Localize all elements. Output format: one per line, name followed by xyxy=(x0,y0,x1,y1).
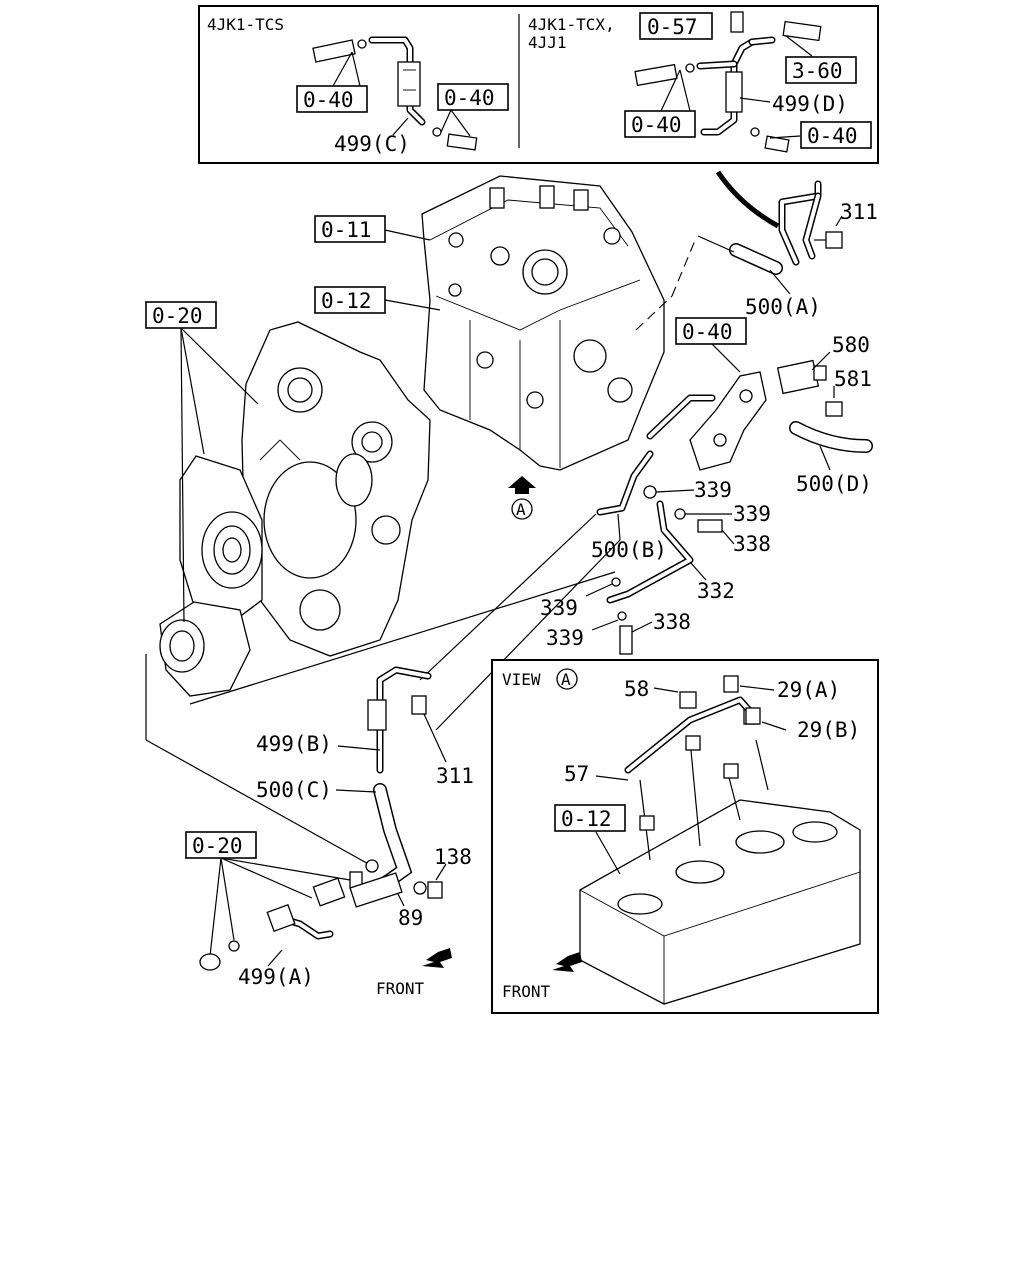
part-338-a-label: 338 xyxy=(733,532,771,556)
inset-left-title: 4JK1-TCS xyxy=(207,15,284,34)
inset-right-title-2: 4JJ1 xyxy=(528,33,567,52)
block-top-drawing xyxy=(579,799,861,1005)
pipe-332-drawing xyxy=(606,500,694,604)
part-500a-label: 500(A) xyxy=(745,295,821,319)
part-311-mid-label: 311 xyxy=(436,764,474,788)
timing-gear-case-drawing xyxy=(241,321,431,657)
part-500b-label: 500(B) xyxy=(591,538,667,562)
part-499b-label: 499(B) xyxy=(256,732,332,756)
view-a-marker-circle xyxy=(511,498,533,520)
front-arrow-main xyxy=(422,948,452,968)
part-138-label: 138 xyxy=(434,845,472,869)
ref-box-040-b xyxy=(437,83,509,111)
ref-040-b: 0-40 xyxy=(444,86,495,110)
part-311-top-label: 311 xyxy=(840,200,878,224)
vacuum-pump-drawing xyxy=(179,455,263,625)
front-label-view: FRONT xyxy=(502,982,551,1001)
ref-011: 0-11 xyxy=(321,218,372,242)
ref-box-040-a xyxy=(296,85,368,113)
part-499a-label: 499(A) xyxy=(238,965,314,989)
part-57-label: 57 xyxy=(564,762,589,786)
view-a-inset: VIEW A 58 29(A) xyxy=(491,659,879,1014)
ref-012: 0-12 xyxy=(321,289,372,313)
ref-040-c: 0-40 xyxy=(631,113,682,137)
view-a-arrow xyxy=(508,476,536,494)
ref-box-040-c xyxy=(624,110,696,138)
part-339-b-label: 339 xyxy=(733,502,771,526)
part-338-b-label: 338 xyxy=(653,610,691,634)
part-499d-label: 499(D) xyxy=(772,92,848,116)
view-a-marker: A xyxy=(516,500,526,519)
ref-box-040-main xyxy=(675,317,747,345)
ref-box-360 xyxy=(785,56,857,84)
part-58-label: 58 xyxy=(624,677,649,701)
ref-box-040-d xyxy=(800,121,872,149)
part-339-d-label: 339 xyxy=(546,626,584,650)
bracket-drawing xyxy=(646,371,767,471)
pipe-311-top-drawing xyxy=(778,180,843,266)
top-inset: 4JK1-TCS 4JK1-TCX, 4JJ1 0-40 0-40 499(C) xyxy=(198,5,879,164)
union-89-drawing xyxy=(349,872,443,908)
ref-box-020-bottom xyxy=(185,831,257,859)
part-332-label: 332 xyxy=(697,579,735,603)
part-499c-label: 499(C) xyxy=(334,132,410,156)
ref-040-main: 0-40 xyxy=(682,320,733,344)
inset-callout-arrow xyxy=(715,170,780,229)
top-inset-frame xyxy=(198,5,879,164)
view-a-title: VIEW xyxy=(502,670,541,689)
part-89-label: 89 xyxy=(398,906,423,930)
part-581-label: 581 xyxy=(834,367,872,391)
front-arrow-view xyxy=(552,952,582,972)
ref-box-view-012 xyxy=(554,804,626,832)
ref-view-012: 0-12 xyxy=(561,807,612,831)
view-a-title-marker: A xyxy=(561,670,571,689)
pipe-499a-drawing xyxy=(199,859,379,971)
ref-box-020-top xyxy=(145,301,217,329)
ref-box-057 xyxy=(639,12,713,40)
ref-020-top: 0-20 xyxy=(152,304,203,328)
sensor-580-drawing xyxy=(776,359,827,395)
inset-right-title-1: 4JK1-TCX, xyxy=(528,15,615,34)
oil-pump-drawing xyxy=(159,601,251,697)
part-500c-label: 500(C) xyxy=(256,778,332,802)
ref-040-a: 0-40 xyxy=(303,88,354,112)
ref-360: 3-60 xyxy=(792,59,843,83)
ref-box-012 xyxy=(314,286,386,314)
pipe-499b-drawing xyxy=(367,666,432,774)
ref-057: 0-57 xyxy=(647,15,698,39)
part-580-label: 580 xyxy=(832,333,870,357)
pipe-500b-drawing xyxy=(596,450,654,516)
part-29a-label: 29(A) xyxy=(777,678,840,702)
part-339-a-label: 339 xyxy=(694,478,732,502)
part-29b-label: 29(B) xyxy=(797,718,860,742)
ref-box-011 xyxy=(314,215,386,243)
hose-500d-drawing xyxy=(789,421,873,453)
part-500d-label: 500(D) xyxy=(796,472,872,496)
ref-040-d: 0-40 xyxy=(807,124,858,148)
cylinder-block-drawing xyxy=(421,175,665,471)
front-label-main: FRONT xyxy=(376,979,425,998)
ref-020-bottom: 0-20 xyxy=(192,834,243,858)
hose-500a-drawing xyxy=(729,243,783,275)
pipe-499d-drawing xyxy=(634,11,822,153)
